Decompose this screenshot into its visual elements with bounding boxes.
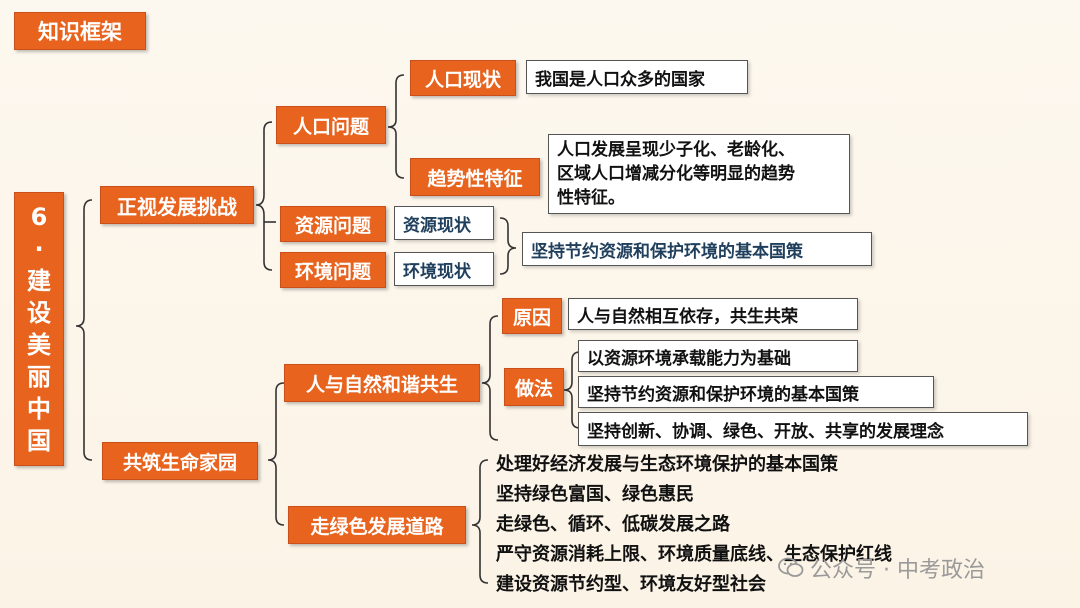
root-char: 设 bbox=[27, 299, 51, 327]
green-item: 处理好经济发展与生态环境保护的基本国策 bbox=[496, 454, 838, 475]
root-topic-box: 6 · 建 设 美 丽 中 国 bbox=[14, 192, 64, 466]
wechat-icon bbox=[778, 557, 804, 577]
node-reason: 原因 bbox=[502, 298, 562, 334]
node-method: 做法 bbox=[504, 368, 564, 406]
green-item: 走绿色、循环、低碳发展之路 bbox=[496, 514, 730, 535]
text-method-item: 坚持节约资源和保护环境的基本国策 bbox=[578, 376, 934, 408]
node-population-problem: 人口问题 bbox=[276, 106, 386, 144]
root-char: 中 bbox=[27, 395, 51, 423]
root-char: 6 bbox=[30, 203, 48, 231]
text-population-status: 我国是人口众多的国家 bbox=[526, 60, 748, 94]
text-trend-features: 人口发展呈现少子化、老龄化、 区域人口增减分化等明显的趋势 性特征。 bbox=[548, 134, 850, 214]
trend-line: 区域人口增减分化等明显的趋势 bbox=[557, 164, 795, 184]
trend-line: 性特征。 bbox=[557, 188, 625, 208]
green-item: 坚持绿色富国、绿色惠民 bbox=[496, 484, 694, 505]
trend-line: 人口发展呈现少子化、老龄化、 bbox=[557, 140, 795, 160]
text-method-item: 以资源环境承载能力为基础 bbox=[578, 340, 858, 372]
branch-face-challenges: 正视发展挑战 bbox=[100, 186, 254, 224]
node-population-status: 人口现状 bbox=[410, 60, 516, 96]
root-char: 国 bbox=[27, 427, 51, 455]
text-method-item: 坚持创新、协调、绿色、开放、共享的发展理念 bbox=[578, 412, 1028, 446]
node-environment-status: 环境现状 bbox=[394, 252, 494, 286]
root-char: 建 bbox=[27, 267, 51, 295]
root-char: · bbox=[34, 235, 44, 263]
node-harmony: 人与自然和谐共生 bbox=[284, 364, 480, 402]
text-reason: 人与自然相互依存，共生共荣 bbox=[568, 298, 858, 330]
node-resource-status: 资源现状 bbox=[394, 206, 494, 240]
branch-build-home: 共筑生命家园 bbox=[102, 442, 258, 480]
green-item: 建设资源节约型、环境友好型社会 bbox=[496, 574, 766, 595]
root-char: 丽 bbox=[27, 363, 51, 391]
node-trend-features: 趋势性特征 bbox=[410, 158, 540, 196]
node-resource-problem: 资源问题 bbox=[280, 206, 386, 242]
node-green-development: 走绿色发展道路 bbox=[288, 506, 466, 544]
root-char: 美 bbox=[27, 331, 51, 359]
watermark-text: 公众号 · 中考政治 bbox=[810, 558, 985, 583]
page-title: 知识框架 bbox=[14, 12, 146, 50]
watermark: 公众号 · 中考政治 bbox=[778, 552, 985, 584]
node-environment-problem: 环境问题 bbox=[280, 252, 386, 288]
text-basic-policy: 坚持节约资源和保护环境的基本国策 bbox=[522, 232, 872, 266]
